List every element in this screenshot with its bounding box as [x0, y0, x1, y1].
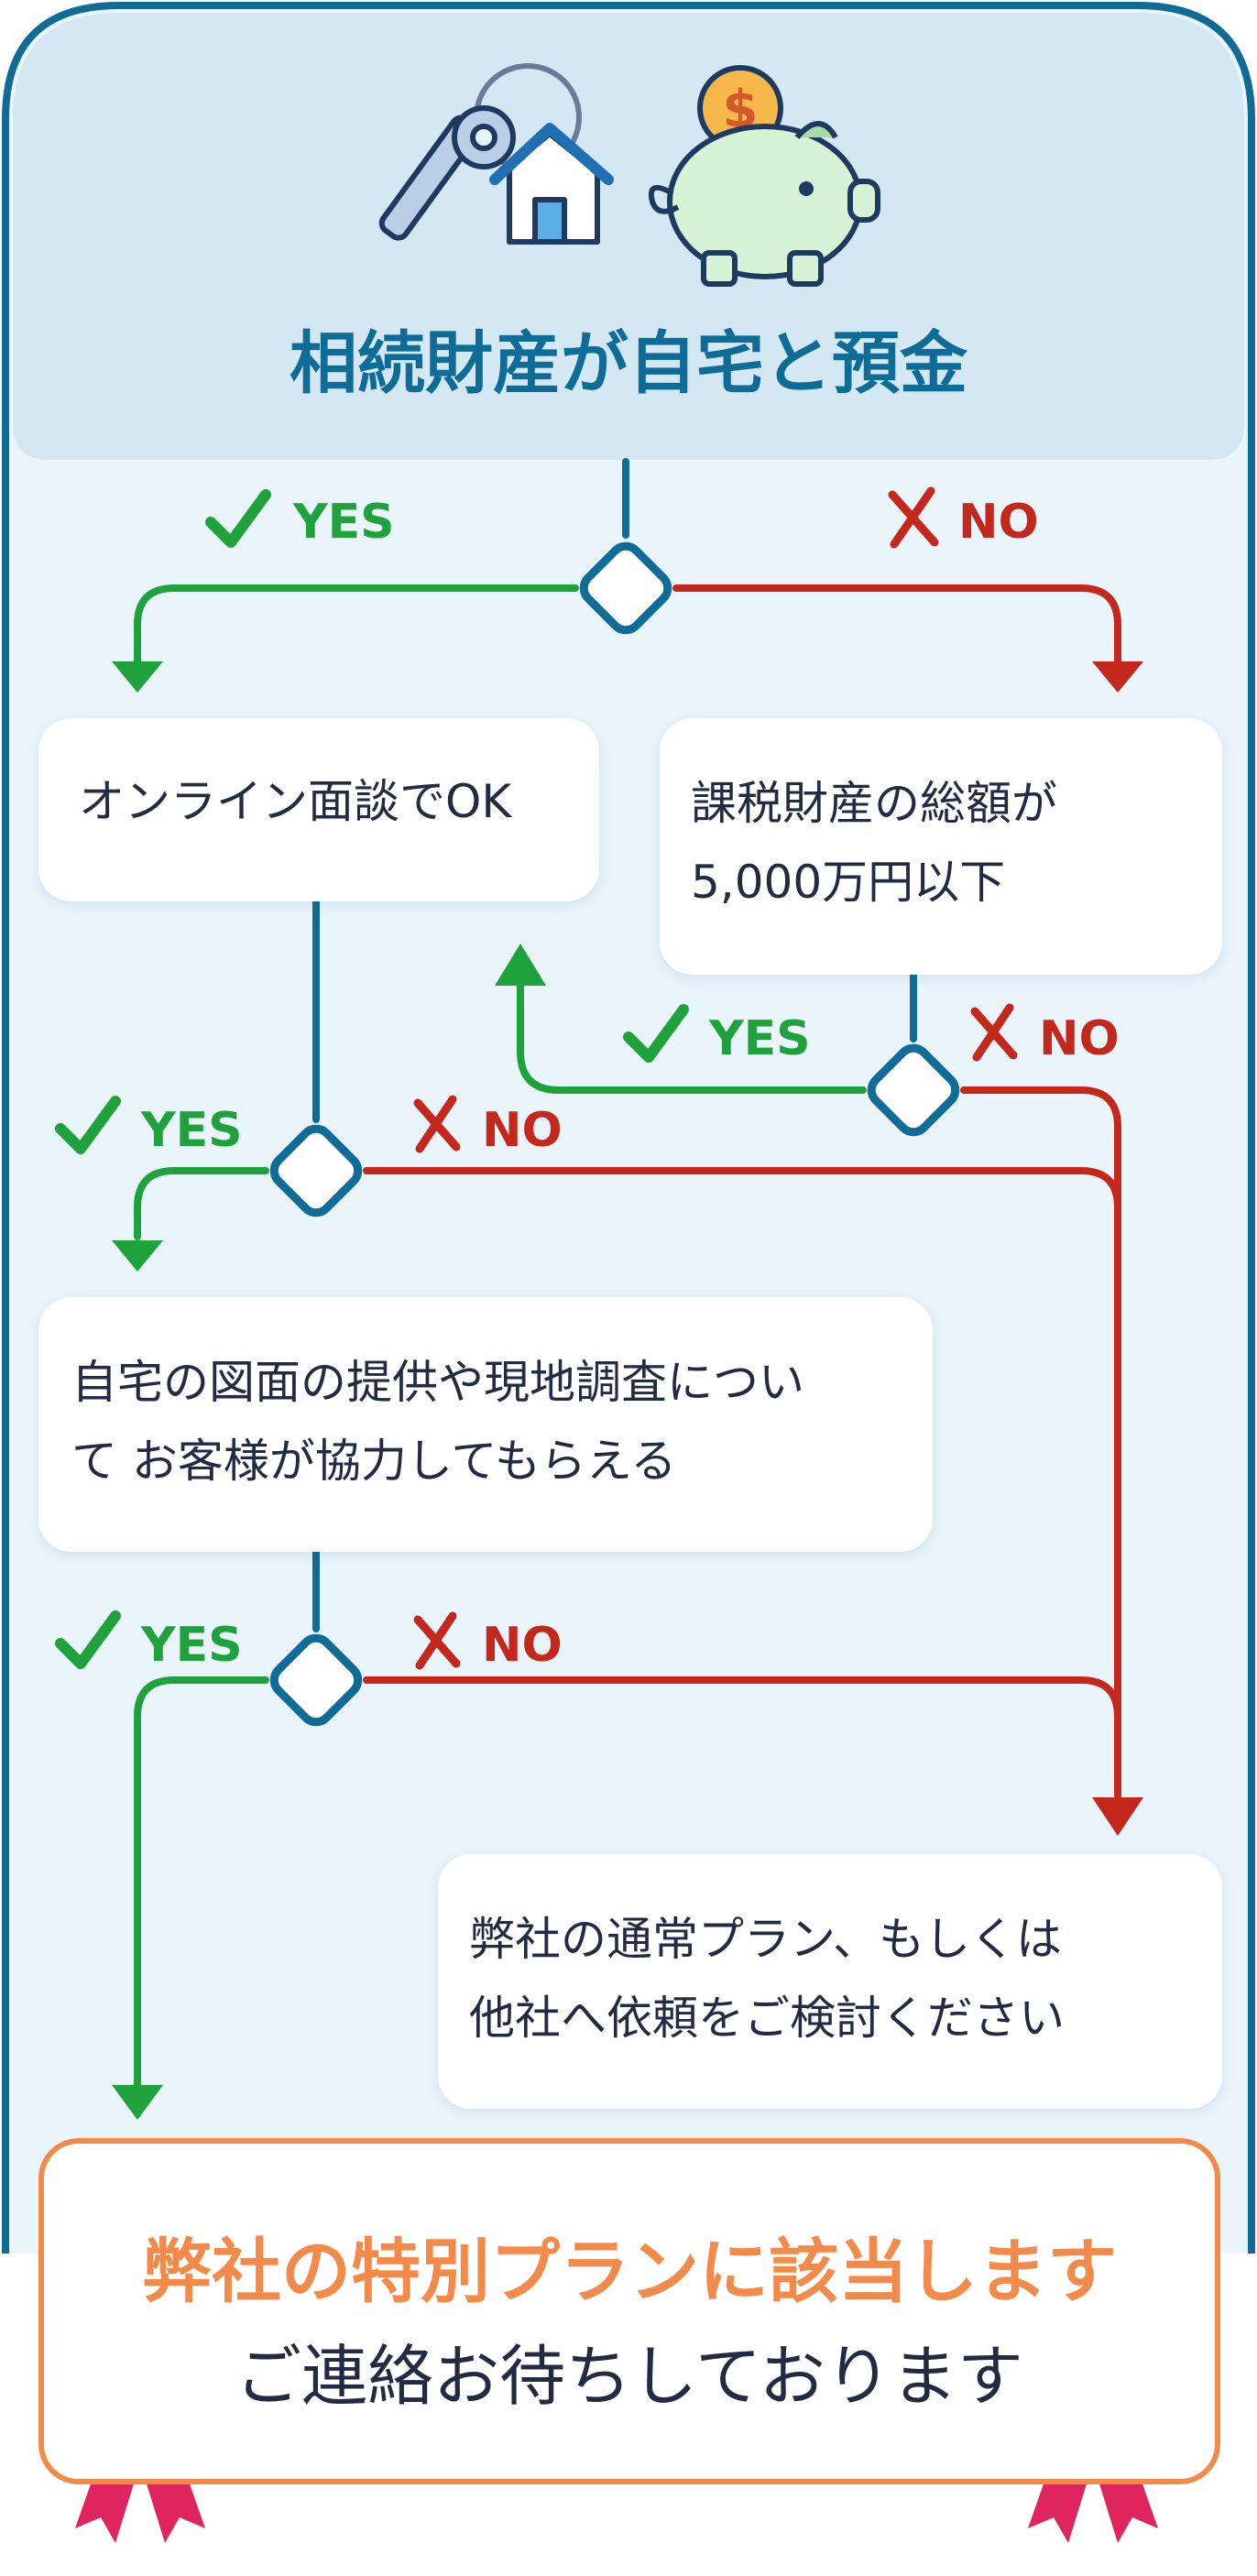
- no-label-1: NO: [958, 495, 1039, 550]
- connector-lines: [134, 458, 1121, 2092]
- taxable-assets-line-2: 5,000万円以下: [691, 856, 1006, 909]
- check-icon: [55, 1096, 121, 1154]
- arrow-head-no-trunk: [1092, 1797, 1143, 1836]
- yes-label-4: YES: [141, 1618, 243, 1673]
- no-label-3: NO: [1039, 1011, 1120, 1066]
- drawings-line-2: て お客様が協力してもらえる: [71, 1435, 677, 1488]
- check-icon: [205, 489, 271, 548]
- special-plan-headline: 弊社の特別プランに該当します: [142, 2231, 1117, 2312]
- arrow-head-yes-2: [112, 1240, 163, 1272]
- cross-icon: [970, 1003, 1018, 1062]
- arrow-head-no-1: [1092, 661, 1143, 693]
- decision-diamond-1: [579, 541, 672, 635]
- yes-label-1: YES: [293, 495, 395, 550]
- regular-plan-card: 弊社の通常プラン、もしくは 他社へ依頼をご検討ください: [438, 1854, 1222, 2109]
- cross-icons: [413, 486, 1018, 1670]
- page-title: 相続財産が自宅と預金: [290, 324, 967, 403]
- cross-icon: [413, 1095, 461, 1153]
- no-label-2: NO: [482, 1103, 563, 1158]
- no-label-4: NO: [482, 1618, 563, 1673]
- decision-diamonds: [269, 541, 960, 1727]
- regular-plan-line-2: 他社へ依頼をご検討ください: [469, 1992, 1065, 2045]
- yes-label-2: YES: [141, 1103, 243, 1158]
- house-key-icon: [378, 63, 614, 245]
- special-plan-result: 弊社の特別プランに該当します ご連絡お待ちしております: [38, 2138, 1220, 2484]
- taxable-assets-card: 課税財産の総額が 5,000万円以下: [660, 718, 1222, 975]
- arrow-head-yes-back: [495, 944, 546, 986]
- check-icon: [55, 1610, 121, 1669]
- header-band: [13, 13, 1244, 460]
- arrow-heads: [112, 661, 1143, 2120]
- cross-icon: [888, 486, 939, 549]
- yes-label-3: YES: [709, 1011, 811, 1066]
- check-icons: [55, 489, 689, 1669]
- online-interview-card: オンライン面談でOK: [38, 718, 599, 901]
- drawings-line-1: 自宅の図面の提供や現地調査につい: [71, 1356, 804, 1409]
- cross-icon: [413, 1611, 461, 1670]
- drawings-cooperation-card: 自宅の図面の提供や現地調査につい て お客様が協力してもらえる: [38, 1297, 933, 1552]
- arrow-head-yes-1: [112, 661, 163, 693]
- piggy-bank-icon: $: [649, 65, 880, 287]
- online-interview-text: オンライン面談でOK: [79, 775, 512, 828]
- regular-plan-line-1: 弊社の通常プラン、もしくは: [469, 1913, 1062, 1966]
- taxable-assets-line-1: 課税財産の総額が: [691, 777, 1057, 830]
- special-plan-subline: ご連絡お待ちしております: [235, 2338, 1023, 2415]
- decision-diamond-2: [269, 1124, 363, 1217]
- check-icon: [623, 1004, 689, 1063]
- decision-diamond-4: [269, 1633, 363, 1727]
- decision-diamond-3: [867, 1043, 960, 1137]
- arrow-head-yes-final: [112, 2085, 163, 2120]
